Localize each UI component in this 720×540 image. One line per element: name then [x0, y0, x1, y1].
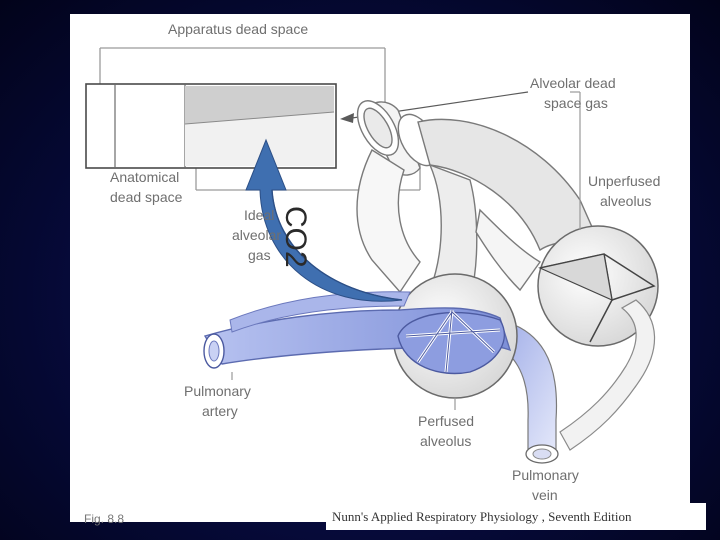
- label-anatomical-dead-space-1: Anatomical: [110, 169, 179, 185]
- apparatus-tube: [85, 83, 337, 169]
- airway-branches: [356, 118, 602, 301]
- label-pulmonary-vein-2: vein: [532, 487, 558, 503]
- label-pulmonary-vein-1: Pulmonary: [512, 467, 579, 483]
- label-ideal-alveolar-gas-1: Ideal: [244, 207, 274, 223]
- label-alveolar-dead-space-2: space gas: [544, 95, 608, 111]
- label-ideal-alveolar-gas-3: gas: [248, 247, 271, 263]
- unperfused-vessel: [559, 299, 656, 451]
- figure-reference: Fig. 8.8: [84, 512, 125, 526]
- apparatus-bracket: [99, 47, 386, 110]
- capillary-network: [397, 309, 505, 375]
- label-unperfused-alveolus-2: alveolus: [600, 193, 651, 209]
- co2-label: CO2: [279, 206, 312, 268]
- pulmonary-vein: [489, 319, 559, 464]
- label-pulmonary-artery-2: artery: [202, 403, 238, 419]
- label-pulmonary-artery-1: Pulmonary: [184, 383, 251, 399]
- label-anatomical-dead-space-2: dead space: [110, 189, 183, 205]
- airway-connector: [356, 100, 439, 176]
- unperfused-alveolus: [537, 225, 659, 347]
- diagram-labels: Apparatus dead space Alveolar dead space…: [110, 21, 660, 503]
- label-unperfused-alveolus-1: Unperfused: [588, 173, 660, 189]
- label-alveolar-dead-space-1: Alveolar dead: [530, 75, 616, 91]
- co2-arrow: [245, 138, 403, 302]
- label-perfused-alveolus-2: alveolus: [420, 433, 471, 449]
- label-apparatus-dead-space: Apparatus dead space: [168, 21, 308, 37]
- label-perfused-alveolus-1: Perfused: [418, 413, 474, 429]
- label-ideal-alveolar-gas-2: alveolar: [232, 227, 281, 243]
- label-leaders: [231, 91, 581, 410]
- book-citation: Nunn's Applied Respiratory Physiology , …: [326, 503, 706, 530]
